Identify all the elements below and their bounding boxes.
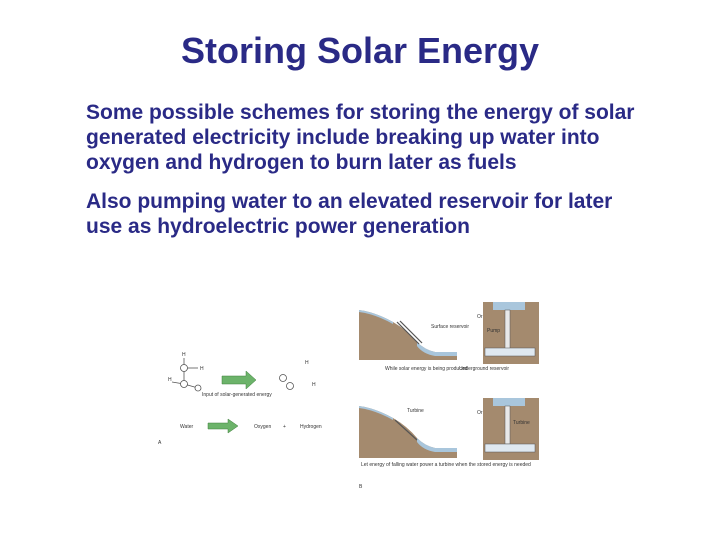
panel-letter: A [158, 440, 162, 446]
slide-title: Storing Solar Energy [180, 30, 540, 71]
bullet-text: Also pumping water to an elevated reserv… [86, 190, 613, 238]
reaction-arrow-icon [207, 418, 239, 434]
surface-reservoir-label: Surface reservoir [431, 324, 469, 330]
underground-turbine-panel [483, 398, 539, 460]
bullet-text: Some possible schemes for storing the en… [86, 101, 635, 174]
water-molecule: H H H [168, 352, 204, 392]
pumping-terrain [359, 302, 457, 360]
oxygen-label: Oxygen [254, 424, 271, 430]
pump-label: Pump [487, 328, 500, 334]
reaction-arrow-icon [221, 370, 257, 390]
or-label: Or [477, 314, 483, 320]
pumping-caption: While solar energy is being produced [385, 366, 467, 372]
energy-input-label: Input of solar-generated energy [202, 392, 272, 398]
water-splitting-diagram: H H H H H Input of solar-generated energ… [158, 352, 322, 446]
atom-label: H [305, 360, 309, 366]
panel-letter: B [359, 484, 363, 490]
release-caption: Let energy of falling water power a turb… [361, 462, 531, 468]
product-molecules: H H [279, 360, 316, 390]
release-terrain [359, 398, 457, 458]
or-label: Or [477, 410, 483, 416]
atom-label: H [168, 377, 172, 383]
pumped-storage-diagram: Surface reservoir While solar energy is … [359, 302, 539, 490]
underground-reservoir-label: Underground reservoir [459, 366, 509, 372]
plus-sign: + [283, 424, 286, 430]
hydrogen-label: Hydrogen [300, 424, 322, 430]
atom-label: H [182, 352, 186, 358]
bullet-list: Some possible schemes for storing the en… [86, 100, 646, 253]
turbine-label: Turbine [407, 408, 424, 414]
water-label: Water [180, 424, 193, 430]
atom-label: H [200, 366, 204, 372]
turbine-label: Turbine [513, 420, 530, 426]
atom-label: H [312, 382, 316, 388]
underground-pump-panel [483, 302, 539, 364]
